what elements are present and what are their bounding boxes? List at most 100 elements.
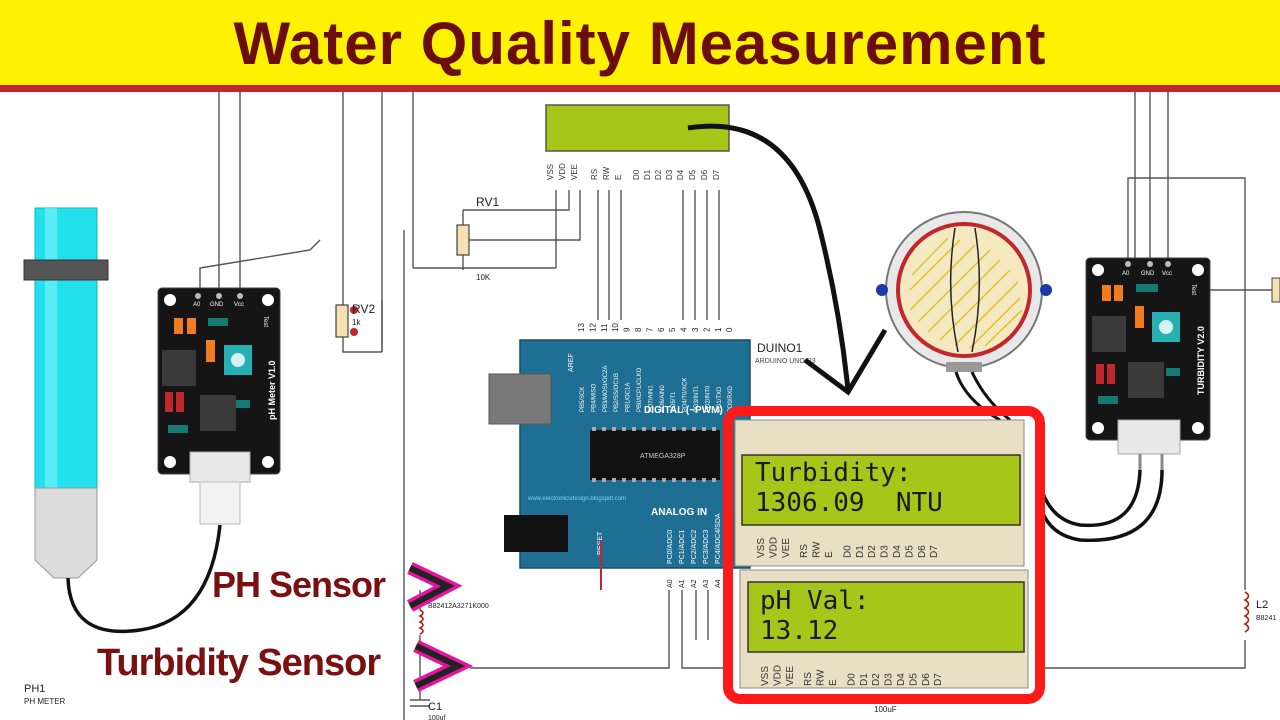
arduino-digital-pin-name: PB0/ICP1/CLKO [637, 367, 643, 412]
arduino-digital-pin-name: PB2/SS/OC1B [614, 373, 620, 412]
turb-pin-gnd: GND [1141, 271, 1155, 277]
lcd-top-line2: 1306.09 NTU [755, 488, 943, 518]
arduino-digital-pin-number: 2 [702, 327, 711, 332]
lcd-bottom-line2: 13.12 [760, 616, 839, 646]
arduino-digital-pin-name: PB5/SCK [580, 387, 586, 412]
arduino-aref: AREF [568, 353, 575, 372]
lcd-header-pin-label: E [824, 551, 835, 558]
arduino-analog-pin-name: PC4/ADC4/SDA [715, 513, 722, 564]
arduino-analog-pin: A4 [715, 579, 722, 588]
lcd-header-pin-label: D1 [855, 545, 866, 558]
lcd-header-pin-label: D5 [908, 673, 919, 686]
lcd-header-pin-label: RW [816, 669, 827, 686]
lcd-header-pin-label: D3 [884, 673, 895, 686]
arduino-digital-pin-number: 9 [623, 327, 632, 332]
lcd-pin-d2: D2 [654, 169, 663, 180]
ph-board-label: pH Meter V1.0 [267, 360, 277, 420]
lcd-header-pin-label: D0 [846, 673, 857, 686]
arduino-uno-board: ATMEGA328P www.electronicsdesign.blogspo… [488, 323, 816, 590]
arduino-digital-pin-name: PD3/INT1 [694, 385, 700, 412]
rv2-ref: RV2 [352, 302, 375, 316]
lcd-pin-d5: D5 [688, 169, 697, 180]
arduino-digital-pin-number: 3 [691, 327, 700, 332]
arduino-digital-pin-number: 0 [725, 327, 734, 332]
lcd-header-pin-label: E [828, 679, 839, 686]
arduino-digital-pin-number: 7 [645, 327, 654, 332]
lcd-header-pin-label: D1 [859, 673, 870, 686]
lcd-pin-d0: D0 [632, 169, 641, 180]
lcd-header-pin-label: D4 [892, 545, 903, 558]
ph-meter-module: A0 GND Vcc pH Meter V1.0 Test [157, 287, 281, 525]
arduino-analog-label: ANALOG IN [651, 507, 707, 518]
lcd-header-pin-label: VDD [768, 537, 779, 558]
arduino-analog-pin-name: PC2/ADC2 [691, 530, 698, 564]
rv2-value: 1k [352, 318, 361, 327]
lcd-top-line1: Turbidity: [755, 458, 912, 488]
arduino-digital-pin-name: PD7/AIN1 [648, 385, 654, 412]
arduino-digital-pin-name: PD4/T0/XCK [683, 378, 689, 412]
arduino-digital-pin-number: 1 [714, 327, 723, 332]
turbidity-board-label: TURBIDITY V2.0 [1196, 326, 1206, 395]
arduino-chip-label: ATMEGA328P [640, 453, 686, 460]
ph-pin-test: Test [262, 316, 268, 327]
lcd-header-pin-label: D7 [929, 545, 940, 558]
lcd-header-pin-label: D7 [933, 673, 944, 686]
lcd-header-pin-label: VDD [772, 665, 783, 686]
lcd-pin-vss: VSS [546, 164, 555, 180]
rv1-ref: RV1 [476, 195, 499, 209]
arduino-url: www.electronicsdesign.blogspot.com [527, 496, 626, 502]
rv1-value: 10K [476, 273, 491, 282]
lcd-header-pin-label: D2 [867, 545, 878, 558]
lcd-pin-rs: RS [590, 169, 599, 180]
lcd-header-pin-label: RS [803, 672, 814, 686]
ph-pin-gnd: GND [210, 302, 224, 308]
lcd-pin-rw: RW [602, 166, 611, 180]
arduino-digital-pin-name: PB1/OC1A [626, 383, 632, 412]
turb-pin-a0: A0 [1122, 271, 1130, 277]
lcd-header-pin-label: D3 [880, 545, 891, 558]
arduino-digital-pin-name: PB4/MISO [591, 383, 597, 412]
ph-pin-a0: A0 [193, 302, 201, 308]
lcd-header-pin-label: VSS [760, 666, 771, 686]
page-title: Water Quality Measurement [233, 10, 1047, 77]
inductor-l2 [1243, 591, 1250, 633]
lcd-header-pin-label: D0 [842, 545, 853, 558]
lcd-pin-vee: VEE [570, 164, 579, 180]
lcd-pin-d6: D6 [700, 169, 709, 180]
lcd-header-pin-label: VEE [781, 538, 792, 558]
arduino-digital-pin-number: 4 [680, 327, 689, 332]
lcd-pin-e: E [614, 175, 623, 180]
lcd-header-pin-label: D4 [896, 673, 907, 686]
ph-pin-vcc: Vcc [234, 302, 244, 308]
potentiometer-rv1: RV1 10K [456, 195, 499, 282]
turbidity-module: A0 GND Vcc TURBIDITY V2.0 Test [1038, 257, 1211, 543]
arduino-ref: DUINO1 [757, 341, 803, 355]
schematic-wires [199, 92, 1275, 720]
lcd-header-pin-label: D2 [871, 673, 882, 686]
arduino-analog-pin-name: PC3/ADC3 [703, 530, 710, 564]
turb-pin-test: Test [1190, 284, 1196, 295]
ph-model: PH METER [24, 697, 66, 706]
arduino-analog-pin: A2 [691, 579, 698, 588]
lcd-pin-d1: D1 [643, 169, 652, 180]
arduino-digital-label: DIGITAL (~PWM) [644, 405, 723, 416]
lcd-header-pin-label: RW [812, 541, 823, 558]
arduino-analog-pin: A3 [703, 579, 710, 588]
lcd-header-pin-label: VEE [785, 666, 796, 686]
lcd-pin-vdd: VDD [558, 163, 567, 180]
potentiometer-rv2: RV2 1k [335, 302, 375, 338]
c1-value: 100uf [428, 715, 446, 720]
pointer-arrowhead [803, 328, 888, 396]
lcd-pin-d7: D7 [712, 169, 721, 180]
lcd-header-pin-label: RS [799, 544, 810, 558]
arduino-digital-pin-name: PD0/RXD [728, 385, 734, 412]
arduino-digital-pin-name: PD1/TXD [717, 386, 723, 412]
turbidity-sensor-head [876, 211, 1052, 422]
arduino-digital-pin-number: 13 [577, 323, 586, 332]
lcd-header-pin-label: VSS [756, 538, 767, 558]
arduino-digital-pin-number: 11 [600, 323, 609, 332]
lcd-header-pin-label: D6 [921, 673, 932, 686]
arduino-digital-pin-name: PB3/MOSI/OC2A [603, 366, 609, 412]
